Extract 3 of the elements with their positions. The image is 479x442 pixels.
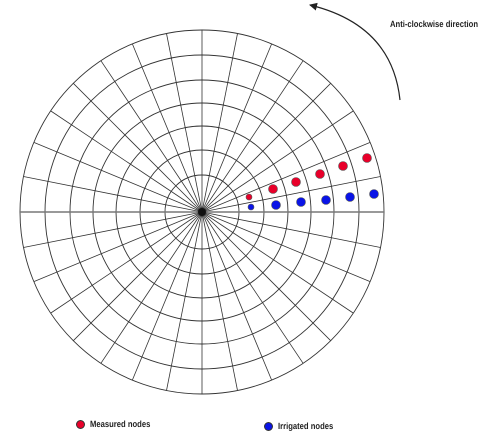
legend-label: Measured nodes: [90, 419, 150, 429]
direction-label: Anti-clockwise direction: [390, 19, 478, 29]
legend-label: Irrigated nodes: [278, 421, 334, 431]
